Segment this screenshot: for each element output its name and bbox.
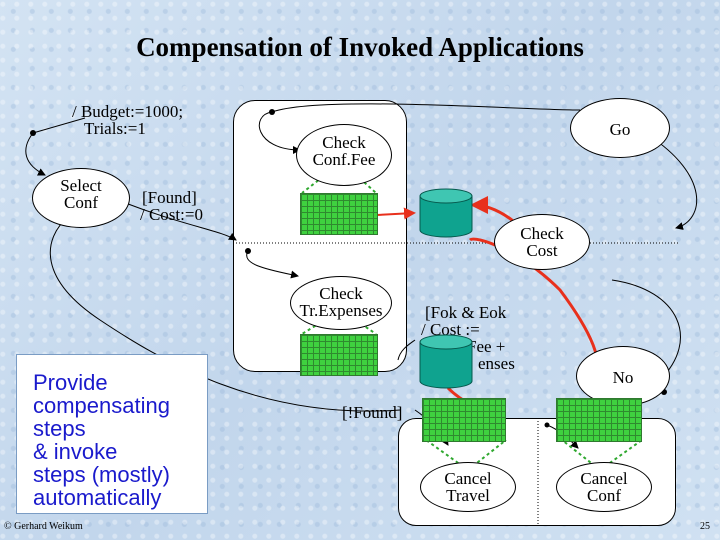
cancel-travel-state: [420, 462, 516, 512]
cancel-conf-state: [556, 462, 652, 512]
go-state: [570, 98, 670, 158]
go-label: Go: [609, 120, 631, 139]
compensation-callout: Provide compensating steps & invoke step…: [16, 354, 208, 514]
no-label: No: [612, 368, 634, 387]
no-state: [576, 346, 670, 406]
budget-label-line2: Trials:=1: [84, 119, 146, 138]
author-credit: © Gerhard Weikum: [4, 521, 83, 532]
check-cost-state: [494, 214, 590, 270]
check-trexpenses-label-line2: Tr.Expenses: [299, 301, 383, 320]
check-cost-label-line1: Check: [520, 224, 564, 243]
callout-line2: compensating: [33, 393, 170, 418]
callout-line6: automatically: [33, 485, 162, 510]
callout-line3: steps: [33, 416, 86, 441]
check-conffee-label-line1: Check: [322, 133, 366, 152]
callout-line4: & invoke: [33, 439, 118, 464]
callout-line1: Provide: [33, 370, 108, 395]
check-cost-label-line2: Cost: [526, 241, 558, 260]
select-conf-label-line2: Conf: [64, 193, 98, 212]
fok-guard-line4: enses: [478, 354, 515, 373]
callout-line5: steps (mostly): [33, 462, 170, 487]
select-conf-state: [32, 168, 130, 228]
cancel-travel-label-line2: Travel: [446, 486, 490, 505]
check-conffee-state: [296, 124, 392, 186]
conference-database-icon: [419, 188, 473, 238]
fok-guard-line1: [Fok & Eok: [425, 303, 507, 322]
page-title: Compensation of Invoked Applications: [136, 32, 584, 62]
fok-guard-line2: / Cost :=: [421, 320, 480, 339]
found-guard-line2: / Cost:=0: [140, 205, 203, 224]
page-number: 25: [700, 521, 710, 532]
conffee-activity-grid: [300, 193, 378, 235]
check-conffee-label-line2: Conf.Fee: [312, 150, 376, 169]
check-trexpenses-label-line1: Check: [319, 284, 363, 303]
cancel-travel-activity-grid: [422, 398, 506, 442]
travel-database-icon: [419, 334, 473, 389]
check-trexpenses-state: [290, 276, 392, 330]
not-found-guard: [!Found]: [342, 403, 403, 422]
cancel-conf-activity-grid: [556, 398, 642, 442]
budget-label-line1: / Budget:=1000;: [72, 102, 184, 121]
select-conf-label-line1: Select: [60, 176, 102, 195]
cancel-travel-label-line1: Cancel: [444, 469, 492, 488]
found-guard-line1: [Found]: [142, 188, 197, 207]
trexpenses-activity-grid: [300, 334, 378, 376]
cancel-conf-label-line1: Cancel: [580, 469, 628, 488]
cancel-conf-label-line2: Conf: [587, 486, 621, 505]
fok-guard-line3: Fee +: [467, 337, 506, 356]
